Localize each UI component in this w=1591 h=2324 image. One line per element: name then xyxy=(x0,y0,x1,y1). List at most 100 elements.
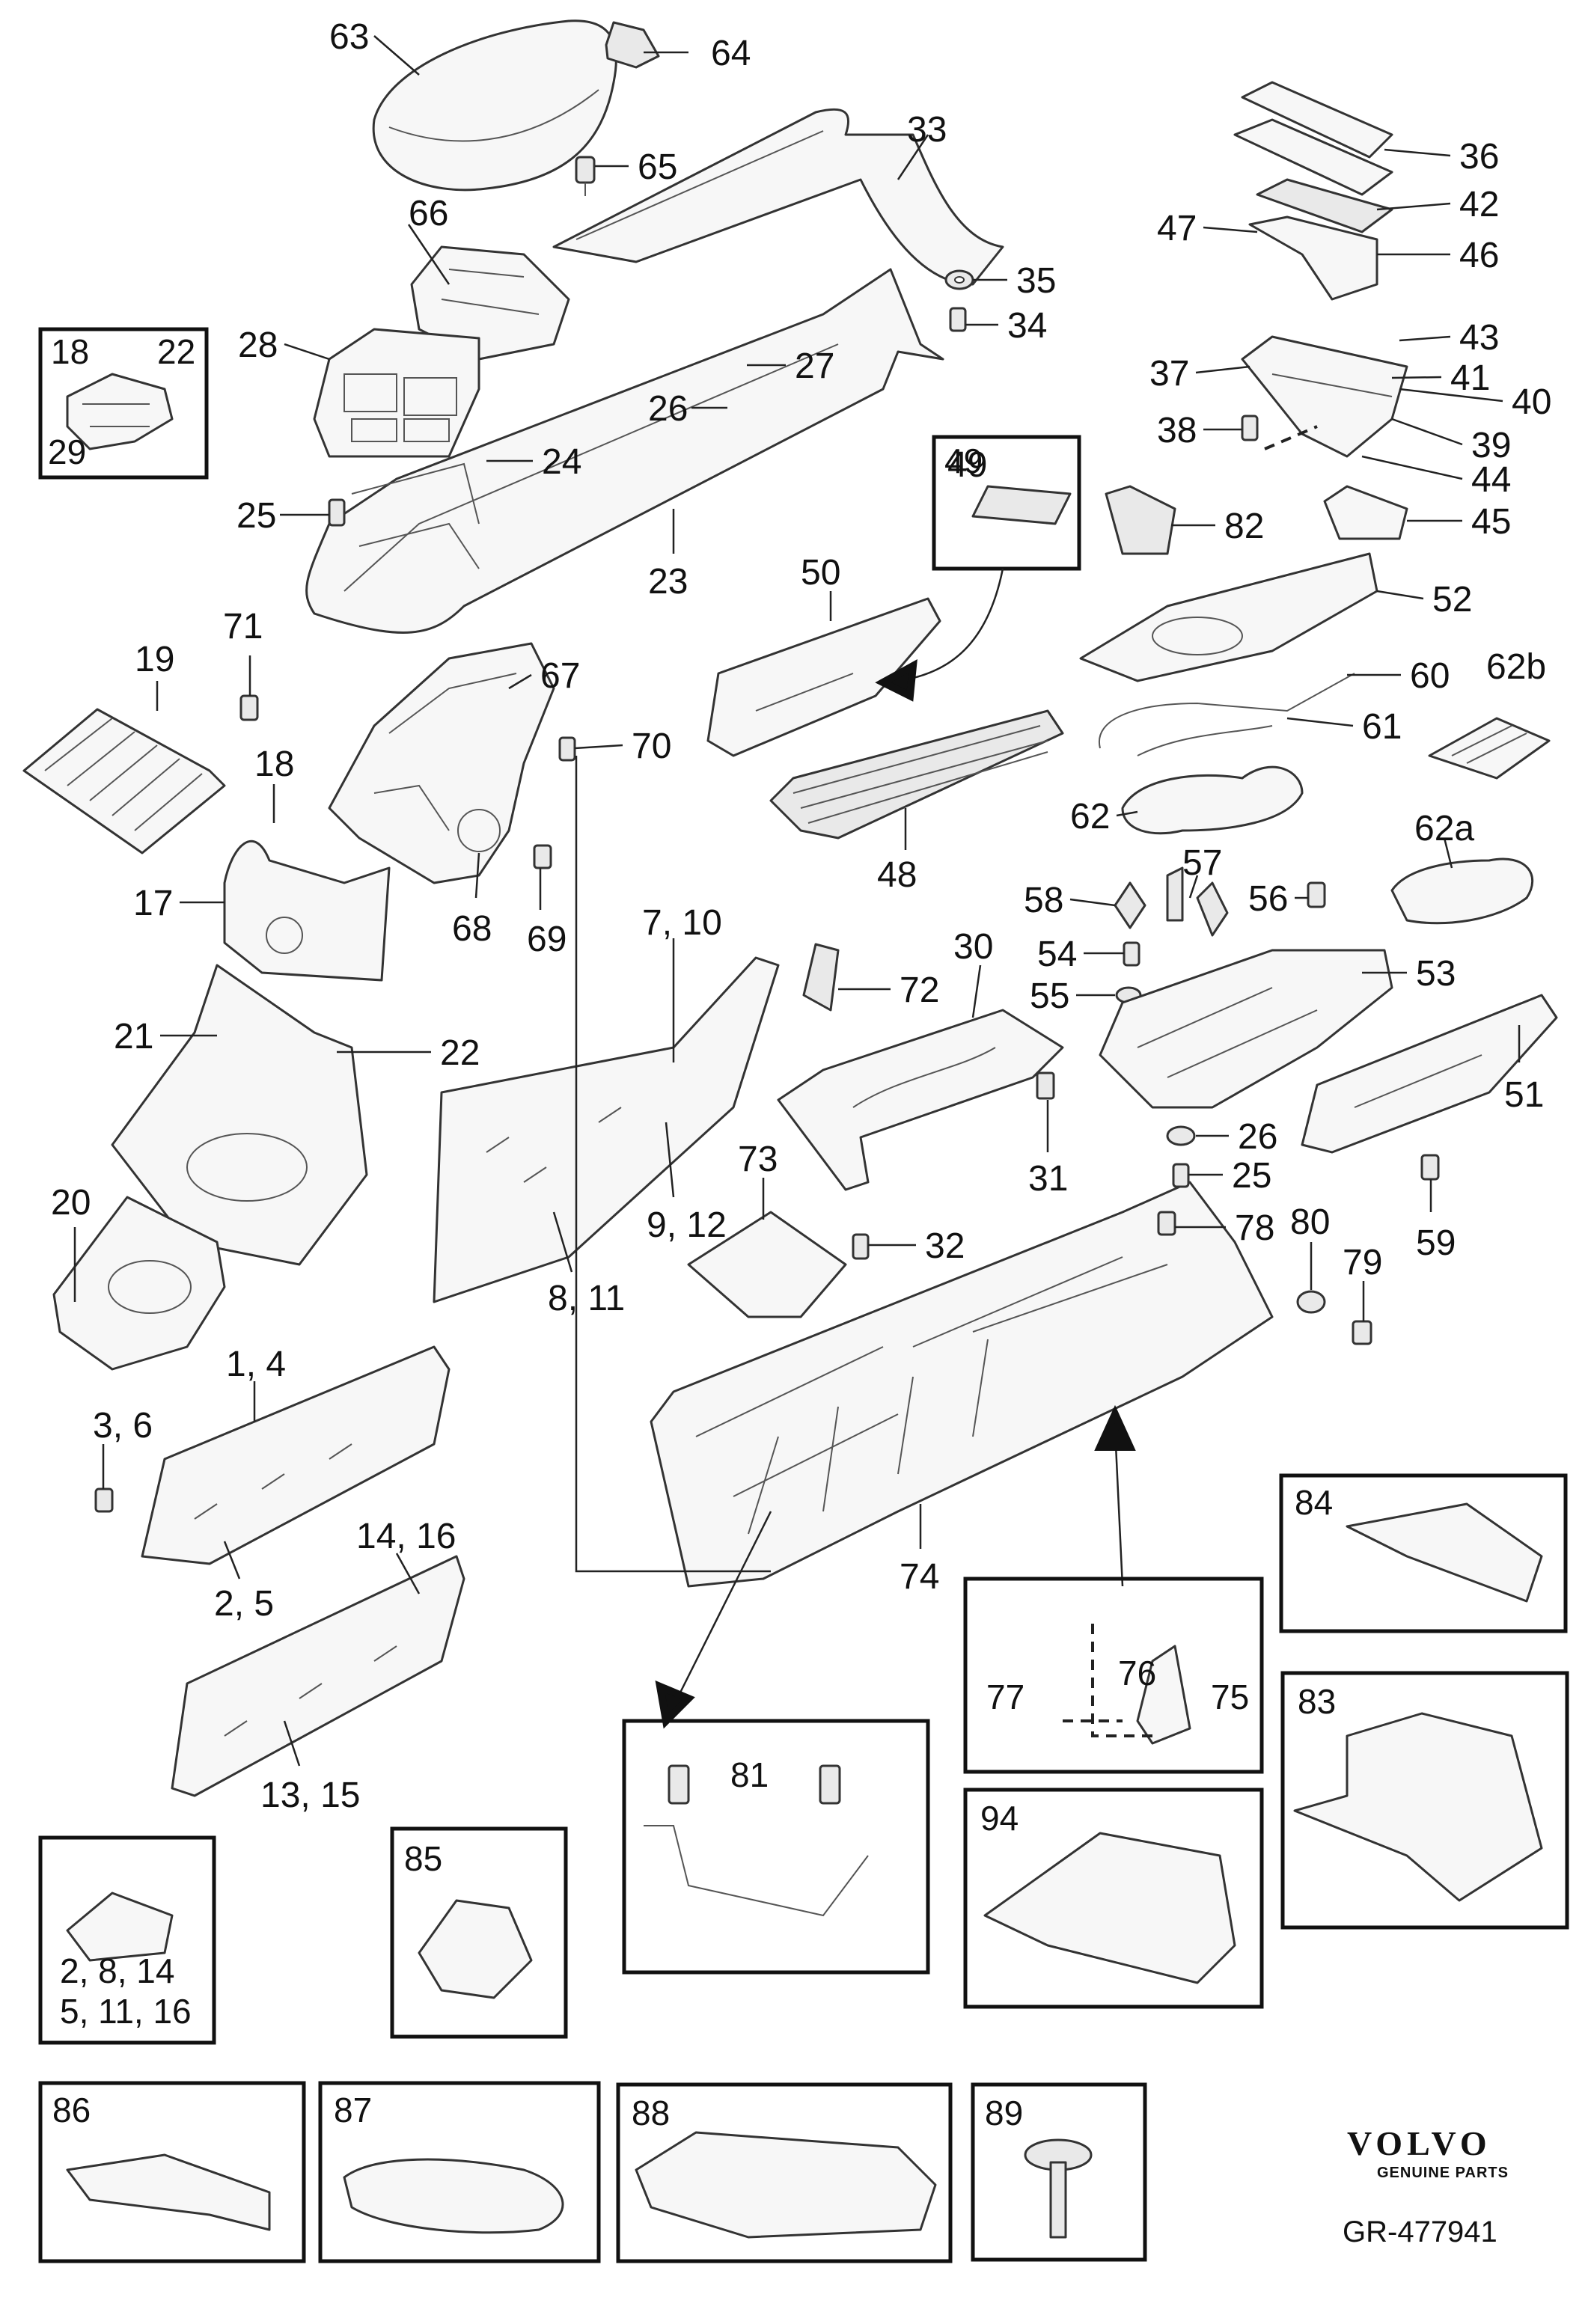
callout-57: 57 xyxy=(1182,843,1222,883)
box-83 xyxy=(1280,1671,1569,1930)
clip-31 xyxy=(1036,1071,1055,1100)
box-label-clip-1: 2, 8, 14 xyxy=(60,1951,174,1990)
screw-34 xyxy=(949,307,967,332)
screw-38 xyxy=(1241,415,1318,450)
callout-33: 33 xyxy=(907,110,947,150)
callout-37: 37 xyxy=(1149,354,1189,394)
gear-housing-67 xyxy=(328,642,555,884)
callout-80: 80 xyxy=(1290,1202,1330,1242)
long-leader-70 xyxy=(575,756,771,1573)
callout-21: 21 xyxy=(114,1017,153,1056)
callout-69: 69 xyxy=(527,920,567,959)
callout-17: 17 xyxy=(133,884,173,923)
callout-61: 61 xyxy=(1362,707,1402,747)
callout-26: 26 xyxy=(1238,1117,1277,1157)
callout-46: 46 xyxy=(1459,236,1499,275)
box-label-84: 84 xyxy=(1295,1483,1333,1522)
callout-63: 63 xyxy=(329,17,369,57)
callout-82: 82 xyxy=(1224,507,1264,546)
panel-13-15 xyxy=(171,1555,465,1797)
bracket-45 xyxy=(1323,485,1408,540)
callout-48: 48 xyxy=(877,855,917,895)
callout-25: 25 xyxy=(236,496,276,536)
washer-80 xyxy=(1296,1290,1326,1314)
callout-8-11: 8, 11 xyxy=(548,1279,625,1318)
callout-68: 68 xyxy=(452,909,492,949)
mat-62b xyxy=(1428,717,1551,780)
callout-40: 40 xyxy=(1512,382,1551,422)
box-label-94: 94 xyxy=(980,1799,1019,1838)
callout-71: 71 xyxy=(223,607,263,646)
callout-36: 36 xyxy=(1459,137,1499,177)
box-label-89: 89 xyxy=(985,2094,1023,2132)
callout-55: 55 xyxy=(1030,976,1069,1016)
screw-71 xyxy=(239,694,259,721)
trim-51 xyxy=(1301,994,1558,1154)
box-label-85: 85 xyxy=(404,1839,442,1878)
callout-32: 32 xyxy=(925,1226,965,1266)
box-49 xyxy=(932,435,1081,571)
screw-69 xyxy=(533,844,552,869)
screw-78 xyxy=(1157,1211,1176,1236)
callout-66: 66 xyxy=(409,194,448,233)
screw-32 xyxy=(852,1233,870,1260)
insert-48 xyxy=(769,709,1064,840)
box-75-77 xyxy=(963,1577,1264,1774)
callout-78: 78 xyxy=(1235,1208,1274,1248)
callout-45: 45 xyxy=(1471,502,1511,542)
tray-46-47 xyxy=(1248,215,1378,301)
callout-59: 59 xyxy=(1416,1223,1456,1263)
box-label-77: 77 xyxy=(986,1678,1024,1716)
brand-logo: VOLVO xyxy=(1347,2124,1491,2162)
callout-73: 73 xyxy=(738,1140,778,1179)
vent-panel-28 xyxy=(313,328,480,458)
callout-64: 64 xyxy=(711,34,751,73)
cable-60-61 xyxy=(1098,673,1355,756)
console-top-33 xyxy=(552,108,1004,286)
box-label-87: 87 xyxy=(334,2091,372,2129)
lid-36 xyxy=(1233,81,1393,196)
box-label-88: 88 xyxy=(632,2094,670,2132)
callout-7-10: 7, 10 xyxy=(642,903,722,943)
box-88 xyxy=(616,2082,953,2263)
callout-54: 54 xyxy=(1037,935,1077,974)
callout-34: 34 xyxy=(1007,306,1047,346)
box-85 xyxy=(390,1826,568,2039)
callout-1-4: 1, 4 xyxy=(226,1345,286,1384)
clips-57-58 xyxy=(1114,866,1229,937)
screw-25-top xyxy=(328,498,346,527)
callout-62b: 62b xyxy=(1486,647,1546,687)
callout-13-15: 13, 15 xyxy=(260,1776,360,1815)
callout-20: 20 xyxy=(51,1183,91,1223)
brand-tagline: GENUINE PARTS xyxy=(1377,2165,1509,2181)
callout-74: 74 xyxy=(900,1557,939,1597)
callout-42: 42 xyxy=(1459,185,1499,224)
diagram-reference: GR-477941 xyxy=(1343,2216,1497,2248)
screw-59 xyxy=(1420,1154,1440,1181)
callout-28: 28 xyxy=(238,325,278,365)
cup-holder-20 xyxy=(52,1196,226,1371)
mat-62a xyxy=(1390,857,1534,925)
box-label-81: 81 xyxy=(730,1755,769,1794)
callout-41: 41 xyxy=(1450,358,1490,398)
callout-9-12: 9, 12 xyxy=(647,1205,727,1245)
callout-62a: 62a xyxy=(1414,809,1474,848)
bracket-53 xyxy=(1099,949,1393,1109)
callout-25: 25 xyxy=(1232,1156,1271,1196)
box-label-29: 29 xyxy=(48,432,86,471)
callout-79: 79 xyxy=(1343,1243,1382,1282)
screw-54 xyxy=(1123,941,1140,967)
washer-26-right xyxy=(1166,1125,1196,1146)
callout-50: 50 xyxy=(801,553,840,593)
bracket-37-44 xyxy=(1241,335,1408,458)
callout-44: 44 xyxy=(1471,460,1511,500)
callout-52: 52 xyxy=(1432,580,1472,620)
mat-62 xyxy=(1121,765,1304,835)
mat-42 xyxy=(1256,178,1393,233)
screw-79 xyxy=(1352,1320,1372,1345)
arrow-49-to-48 xyxy=(875,568,1004,702)
callout-31: 31 xyxy=(1028,1159,1068,1199)
cover-17 xyxy=(223,840,391,982)
